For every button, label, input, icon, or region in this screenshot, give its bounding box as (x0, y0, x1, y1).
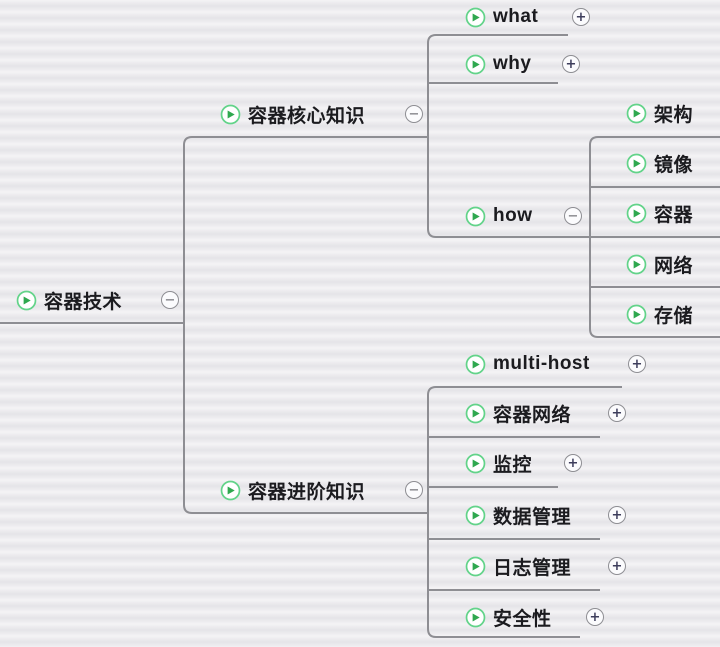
node-label: multi-host (493, 353, 590, 374)
play-icon (626, 203, 647, 224)
node-label: 日志管理 (493, 557, 572, 579)
node-label: what (493, 6, 539, 27)
collapse-button-container-tech[interactable]: − (161, 291, 179, 309)
play-icon (626, 103, 647, 124)
node-label: 容器技术 (44, 291, 123, 313)
node-label: 架构 (654, 104, 694, 126)
play-icon (465, 206, 486, 227)
node-label: why (493, 53, 532, 74)
node-container[interactable]: 容器 (626, 199, 693, 227)
node-what[interactable]: what (465, 3, 538, 31)
node-label: 监控 (493, 454, 533, 476)
node-why[interactable]: why (465, 50, 531, 78)
node-label: 数据管理 (493, 506, 572, 528)
node-data-management[interactable]: 数据管理 (465, 501, 571, 529)
play-icon (220, 480, 241, 501)
node-label: 容器 (654, 204, 694, 226)
collapse-button-advanced-knowledge[interactable]: − (405, 481, 423, 499)
play-icon (465, 453, 486, 474)
node-label: 网络 (654, 255, 694, 277)
play-icon (465, 607, 486, 628)
expand-button-security[interactable]: + (586, 608, 604, 626)
play-icon (626, 304, 647, 325)
expand-button-log-management[interactable]: + (608, 557, 626, 575)
play-icon (465, 54, 486, 75)
collapse-button-core-knowledge[interactable]: − (405, 105, 423, 123)
play-icon (465, 7, 486, 28)
play-icon (626, 153, 647, 174)
node-storage[interactable]: 存储 (626, 300, 693, 328)
expand-button-data-management[interactable]: + (608, 506, 626, 524)
play-icon (465, 403, 486, 424)
node-architecture[interactable]: 架构 (626, 99, 693, 127)
play-icon (626, 254, 647, 275)
node-advanced-knowledge[interactable]: 容器进阶知识 (220, 476, 365, 504)
play-icon (16, 290, 37, 311)
node-security[interactable]: 安全性 (465, 603, 552, 631)
play-icon (465, 354, 486, 375)
node-container-tech[interactable]: 容器技术 (16, 286, 122, 314)
play-icon (465, 556, 486, 577)
node-label: 容器核心知识 (248, 105, 366, 127)
node-network[interactable]: 网络 (626, 250, 693, 278)
node-label: how (493, 205, 533, 226)
node-label: 存储 (654, 305, 694, 327)
expand-button-monitoring[interactable]: + (564, 454, 582, 472)
node-core-knowledge[interactable]: 容器核心知识 (220, 100, 365, 128)
node-monitoring[interactable]: 监控 (465, 449, 532, 477)
node-label: 镜像 (654, 154, 694, 176)
expand-button-why[interactable]: + (562, 55, 580, 73)
expand-button-what[interactable]: + (572, 8, 590, 26)
expand-button-container-network[interactable]: + (608, 404, 626, 422)
expand-button-multi-host[interactable]: + (628, 355, 646, 373)
play-icon (465, 505, 486, 526)
node-label: 容器进阶知识 (248, 481, 366, 503)
node-container-network[interactable]: 容器网络 (465, 399, 571, 427)
play-icon (220, 104, 241, 125)
node-multi-host[interactable]: multi-host (465, 350, 590, 378)
node-label: 安全性 (493, 608, 552, 630)
collapse-button-how[interactable]: − (564, 207, 582, 225)
node-label: 容器网络 (493, 404, 572, 426)
node-how[interactable]: how (465, 202, 533, 230)
node-image[interactable]: 镜像 (626, 149, 693, 177)
node-log-management[interactable]: 日志管理 (465, 552, 571, 580)
